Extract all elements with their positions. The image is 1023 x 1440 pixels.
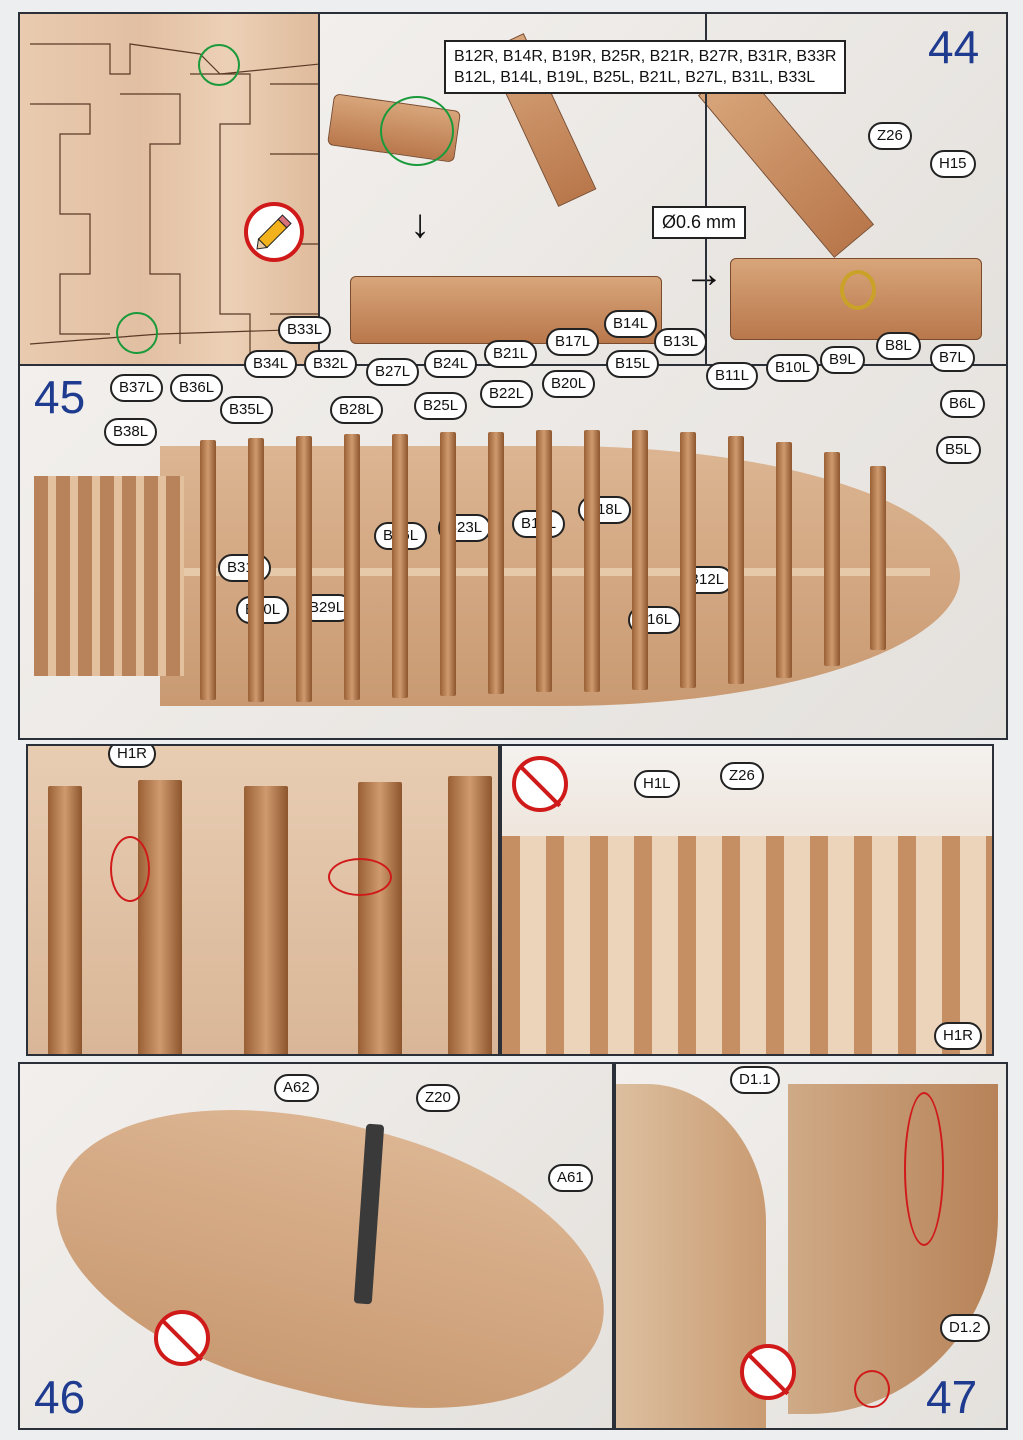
- frame: [776, 442, 792, 678]
- highlight-circle-right: [328, 858, 392, 896]
- frame: [632, 430, 648, 690]
- label-frame: B20L: [542, 370, 596, 398]
- parts-list-line1: B12R, B14R, B19R, B25R, B21R, B27R, B31R…: [454, 48, 837, 65]
- label-frame: B35L: [220, 396, 274, 424]
- label-frame: B15L: [606, 350, 660, 378]
- label-frame: B25L: [414, 392, 468, 420]
- no-glue-icon: [512, 756, 568, 812]
- stern-structure: [34, 476, 184, 676]
- label-frame: B27L: [366, 358, 420, 386]
- mark-circle-bottom: [116, 312, 158, 354]
- cut-lines: [29, 43, 318, 354]
- frame: [536, 430, 552, 692]
- step-number-47: 47: [926, 1371, 978, 1423]
- parts-list-box: B12R, B14R, B19R, B25R, B21R, B27R, B31R…: [444, 40, 847, 94]
- step47-bow-photo: D1.1 D1.2 47: [614, 1062, 1008, 1430]
- label-frame: B6L: [940, 390, 985, 418]
- no-glue-icon: [740, 1344, 796, 1400]
- label-a62: A62: [274, 1074, 319, 1102]
- pencil-icon: [244, 202, 304, 262]
- frame: [358, 782, 402, 1054]
- label-frame: B37L: [110, 374, 164, 402]
- hull-floor: [160, 446, 960, 706]
- label-frame: B32L: [304, 350, 358, 378]
- label-d12: D1.2: [940, 1314, 990, 1342]
- frame: [680, 432, 696, 688]
- frame: [200, 440, 216, 700]
- label-frame: B22L: [480, 380, 534, 408]
- frame: [448, 776, 492, 1054]
- mark-circle-top: [198, 44, 240, 86]
- diameter-label: Ø0.6 mm: [652, 206, 747, 239]
- frame: [870, 466, 886, 650]
- label-frame: B24L: [424, 350, 478, 378]
- label-frame: B17L: [546, 328, 600, 356]
- frame: [584, 430, 600, 692]
- highlight-circle-left: [110, 836, 150, 902]
- label-frame: B14L: [604, 310, 658, 338]
- arrow-right-icon: →: [684, 252, 724, 296]
- divider-line: [705, 14, 707, 364]
- label-frame: B28L: [330, 396, 384, 424]
- label-frame: B5L: [936, 436, 981, 464]
- bow-right: [788, 1084, 998, 1414]
- label-h1l: H1L: [634, 770, 680, 798]
- label-frame: B38L: [104, 418, 158, 446]
- pin-ring: [840, 270, 876, 310]
- deck-frames-strip: [502, 836, 992, 1054]
- hull-deck: [25, 1064, 612, 1428]
- step-number-45: 45: [34, 371, 86, 423]
- label-frame: B10L: [766, 354, 820, 382]
- label-h1r: H1R: [108, 746, 157, 768]
- label-frame: B21L: [484, 340, 538, 368]
- step44-template-sheet: [18, 12, 320, 366]
- label-z26: Z26: [720, 762, 764, 790]
- frame: [488, 432, 504, 694]
- step46-deck-photo: A62 Z20 A61 46: [18, 1062, 614, 1430]
- step-number-44: 44: [928, 21, 980, 73]
- parts-list-line2: B12L, B14L, B19L, B25L, B21L, B27L, B31L…: [454, 69, 816, 86]
- detail-photo-left: H1R: [26, 744, 500, 1056]
- frame: [248, 438, 264, 702]
- frame: [440, 432, 456, 696]
- frame: [392, 434, 408, 698]
- label-frame: B13L: [654, 328, 708, 356]
- label-h15: H15: [930, 150, 976, 178]
- frame: [728, 436, 744, 684]
- frame: [138, 780, 182, 1054]
- mark-circle-piece: [380, 96, 454, 166]
- label-frame: B34L: [244, 350, 298, 378]
- label-frame: B36L: [170, 374, 224, 402]
- detail-photo-right: H1L Z26 H1R: [500, 744, 994, 1056]
- step-number-46: 46: [34, 1371, 86, 1423]
- label-frame: B11L: [706, 362, 758, 390]
- label-frame: B33L: [278, 316, 332, 344]
- label-a61: A61: [548, 1164, 593, 1192]
- highlight-circle-lower: [854, 1370, 890, 1408]
- label-h1r: H1R: [934, 1022, 983, 1050]
- label-d11: D1.1: [730, 1066, 780, 1094]
- frame: [824, 452, 840, 666]
- no-glue-icon: [154, 1310, 210, 1366]
- label-z26: Z26: [868, 122, 912, 150]
- frame: [244, 786, 288, 1054]
- step44-photo: ↓ → B12R, B14R, B19R, B25R, B21R, B27R, …: [318, 12, 1008, 366]
- label-frame: B9L: [820, 346, 865, 374]
- step45-hull-photo: [18, 364, 1008, 740]
- frame: [296, 436, 312, 702]
- label-z20: Z20: [416, 1084, 460, 1112]
- label-frame: B8L: [876, 332, 921, 360]
- highlight-circle-upper: [904, 1092, 944, 1246]
- frame: [344, 434, 360, 700]
- label-frame: B7L: [930, 344, 975, 372]
- arrow-down-icon: ↓: [410, 202, 430, 246]
- frame: [48, 786, 82, 1054]
